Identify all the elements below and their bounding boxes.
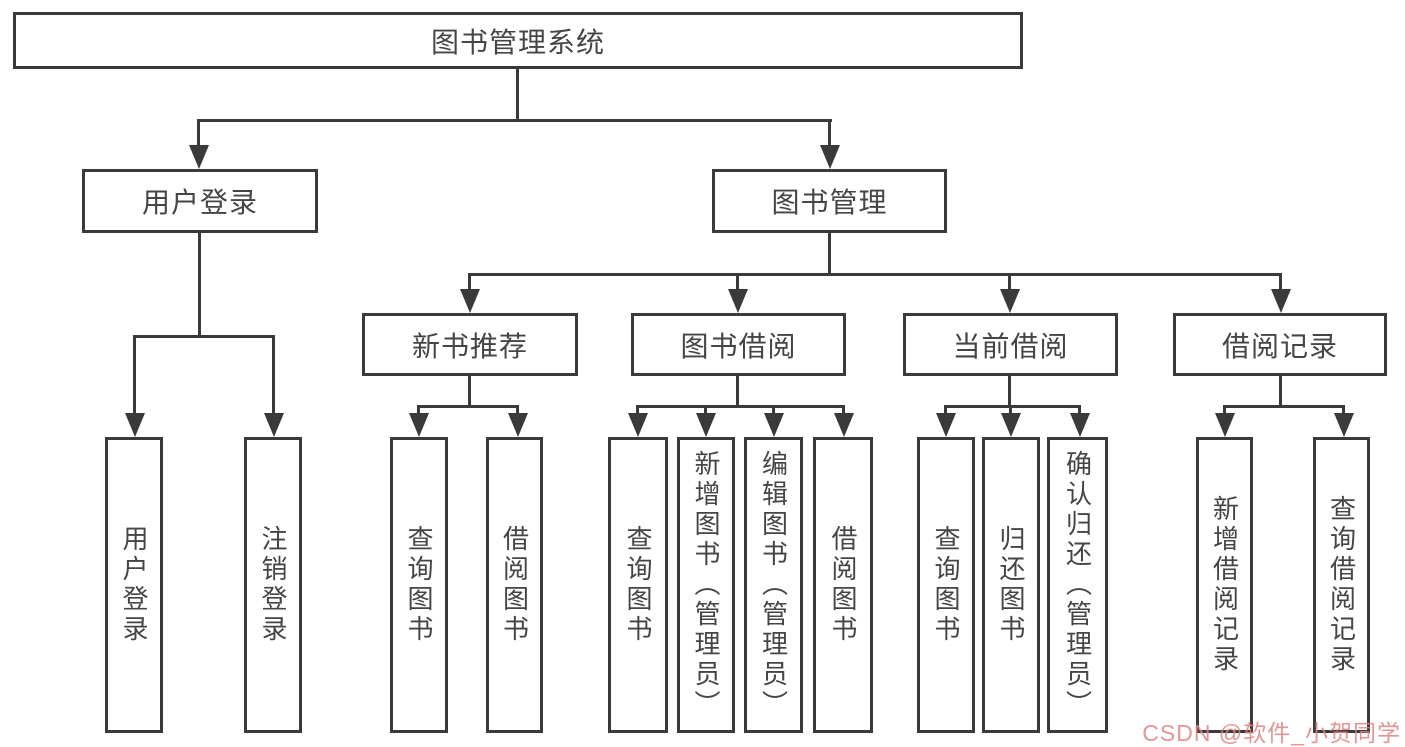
arrowhead-user-login <box>189 145 209 169</box>
arrowhead-recommend-query <box>409 413 429 437</box>
node-user-login-label: 用户登录 <box>141 187 258 218</box>
leaf-borrow-query-books-label: 查询图书 <box>623 525 653 645</box>
arrowhead-book-borrow <box>728 289 748 313</box>
node-user-login: 用户登录 <box>82 169 318 233</box>
node-current-borrow-label: 当前借阅 <box>952 330 1069 362</box>
node-book-borrow: 图书借阅 <box>631 313 846 376</box>
leaf-borrow-books: 借阅图书 <box>813 437 873 733</box>
arrowhead-book-management <box>820 145 840 169</box>
leaf-add-books-admin: 新增图书（管理员） <box>677 437 735 733</box>
leaf-add-borrow-record: 新增借阅记录 <box>1196 437 1253 733</box>
arrowhead-borrow-borrow <box>834 413 854 437</box>
leaf-user-login: 用户登录 <box>105 437 163 733</box>
connector-stub-borrow-4 <box>842 405 845 417</box>
arrowhead-borrow-query <box>628 413 648 437</box>
node-book-borrow-label: 图书借阅 <box>680 330 797 362</box>
leaf-edit-books-admin: 编辑图书（管理员） <box>744 437 803 733</box>
connector-stub-recommend-1 <box>417 405 420 417</box>
connector-records-bracket <box>1223 405 1345 408</box>
node-book-management: 图书管理 <box>712 169 947 233</box>
connector-records-stem <box>1279 376 1282 407</box>
arrowhead-current-query <box>936 413 956 437</box>
connector-borrow-bracket <box>636 405 845 408</box>
arrowhead-current-confirm <box>1070 413 1090 437</box>
csdn-watermark: CSDN @软件_小贺同学 <box>1142 720 1401 746</box>
leaf-current-query-books-label: 查询图书 <box>931 525 961 645</box>
connector-book-management-stem <box>828 233 831 275</box>
arrowhead-borrow-edit <box>764 413 784 437</box>
arrowhead-leaf-user-login <box>125 413 145 437</box>
connector-arrow-leaf-logout-line <box>272 335 275 417</box>
leaf-recommend-query-books-label: 查询图书 <box>404 525 434 645</box>
leaf-logout: 注销登录 <box>244 437 302 733</box>
connector-arrow-recommend-line <box>468 273 471 295</box>
connector-stub-records-1 <box>1223 405 1226 417</box>
leaf-edit-books-admin-label: 编辑图书（管理员） <box>758 450 789 720</box>
leaf-return-books-label: 归还图书 <box>996 525 1026 645</box>
leaf-logout-label: 注销登录 <box>258 525 288 645</box>
connector-current-bracket <box>944 405 1081 408</box>
leaf-current-query-books: 查询图书 <box>917 437 975 733</box>
leaf-borrow-books-label: 借阅图书 <box>828 525 858 645</box>
arrowhead-current-borrow <box>1000 289 1020 313</box>
connector-borrow-stem <box>736 376 739 407</box>
connector-login-bracket <box>133 335 275 338</box>
connector-recommend-bracket <box>417 405 519 408</box>
connector-arrow-book-management-line <box>828 119 831 149</box>
connector-arrow-current-line <box>1008 273 1011 295</box>
leaf-recommend-borrow-books: 借阅图书 <box>486 437 543 733</box>
connector-level3-branch <box>468 273 1282 276</box>
node-current-borrow: 当前借阅 <box>903 313 1118 376</box>
connector-stub-borrow-1 <box>636 405 639 417</box>
node-new-book-recommend-label: 新书推荐 <box>411 330 528 362</box>
arrowhead-borrow-add <box>696 413 716 437</box>
leaf-add-borrow-record-label: 新增借阅记录 <box>1209 495 1240 675</box>
connector-stub-recommend-2 <box>516 405 519 417</box>
arrowhead-leaf-logout <box>264 413 284 437</box>
connector-arrow-user-login-line <box>197 119 200 149</box>
arrowhead-current-return <box>1001 413 1021 437</box>
connector-stub-current-1 <box>944 405 947 417</box>
arrowhead-new-book-recommend <box>460 289 480 313</box>
node-borrow-records: 借阅记录 <box>1173 313 1387 376</box>
node-book-management-label: 图书管理 <box>771 187 888 218</box>
node-new-book-recommend: 新书推荐 <box>362 313 578 376</box>
connector-stub-borrow-3 <box>772 405 775 417</box>
leaf-recommend-borrow-books-label: 借阅图书 <box>499 525 530 645</box>
leaf-recommend-query-books: 查询图书 <box>390 437 448 733</box>
connector-root-stem <box>516 69 519 121</box>
leaf-return-books: 归还图书 <box>982 437 1040 733</box>
arrowhead-recommend-borrow <box>508 413 528 437</box>
connector-arrow-borrow-line <box>736 273 739 295</box>
leaf-confirm-return-admin-label: 确认归还（管理员） <box>1062 450 1093 720</box>
node-borrow-records-label: 借阅记录 <box>1221 330 1338 362</box>
connector-user-login-stem <box>198 233 201 338</box>
leaf-query-borrow-record-label: 查询借阅记录 <box>1326 495 1357 675</box>
connector-level2-branch <box>197 119 832 122</box>
connector-arrow-leaf-login-line <box>133 335 136 417</box>
connector-current-stem <box>1008 376 1011 407</box>
leaf-user-login-label: 用户登录 <box>119 525 149 645</box>
connector-stub-current-3 <box>1078 405 1081 417</box>
connector-stub-borrow-2 <box>704 405 707 417</box>
arrowhead-borrow-records <box>1271 289 1291 313</box>
leaf-borrow-query-books: 查询图书 <box>608 437 668 733</box>
connector-arrow-records-line <box>1279 273 1282 295</box>
connector-stub-current-2 <box>1009 405 1012 417</box>
connector-recommend-stem <box>468 376 471 407</box>
node-root: 图书管理系统 <box>13 12 1023 69</box>
leaf-add-books-admin-label: 新增图书（管理员） <box>691 450 721 720</box>
leaf-query-borrow-record: 查询借阅记录 <box>1313 437 1370 733</box>
arrowhead-records-add <box>1215 413 1235 437</box>
leaf-confirm-return-admin: 确认归还（管理员） <box>1047 437 1108 733</box>
arrowhead-records-query <box>1334 413 1354 437</box>
connector-stub-records-2 <box>1342 405 1345 417</box>
node-root-label: 图书管理系统 <box>430 26 605 58</box>
